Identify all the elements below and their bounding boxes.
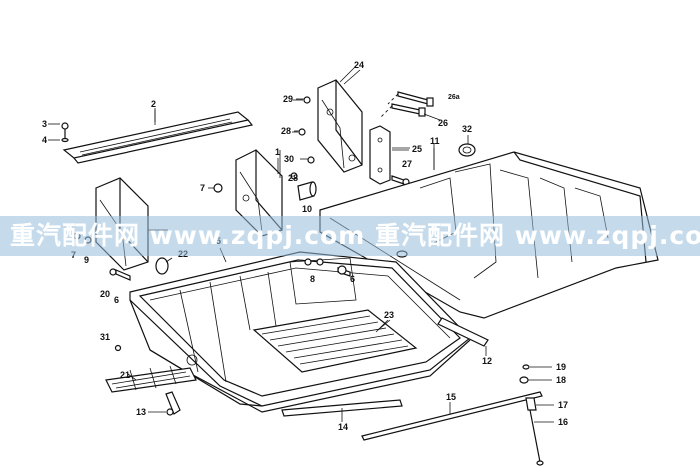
label-32: 32 [462,124,472,134]
label-3: 3 [42,119,47,129]
label-23: 23 [384,310,394,320]
part-22-grommet [155,257,169,275]
bolts-26-26a [379,91,434,119]
label-21: 21 [120,370,130,380]
label-15: 15 [446,392,456,402]
label-20: 20 [100,289,110,299]
label-28b: 28 [288,173,298,183]
parts-16-19 [519,364,544,466]
part-23-mat [252,309,418,373]
part-31-screw [114,344,122,352]
part-32-grommet [458,143,476,157]
part-15-rod [361,391,543,441]
label-8: 8 [310,274,315,284]
label-9: 9 [84,255,89,265]
watermark-band [0,216,700,256]
label-31: 31 [100,332,110,342]
label-17: 17 [558,400,568,410]
label-2: 2 [151,99,156,109]
label-25: 25 [412,144,422,154]
label-28a: 28 [281,126,291,136]
label-19: 19 [556,362,566,372]
label-24: 24 [354,60,364,70]
part-12-strip [437,317,489,347]
label-6a: 6 [114,295,119,305]
label-4: 4 [42,135,47,145]
label-26a: 26a [448,94,460,101]
part-2-top-strip [48,110,254,164]
label-14: 14 [338,422,348,432]
part-20-bolt [109,268,131,281]
part-24-bracket [317,65,363,173]
label-30: 30 [284,154,294,164]
part-13-hanger [165,391,181,416]
label-12: 12 [482,356,492,366]
label-26: 26 [438,118,448,128]
label-10: 10 [302,204,312,214]
label-27: 27 [402,159,412,169]
part-21-step [105,365,197,393]
label-29: 29 [283,94,293,104]
leader-lines [127,69,554,423]
part-25-plate [369,125,410,185]
label-7a: 7 [200,183,205,193]
part-10-spacer [297,181,317,201]
label-13: 13 [136,407,146,417]
label-6b: 6 [350,274,355,284]
label-18: 18 [556,375,566,385]
label-16: 16 [558,417,568,427]
watermark-text: 重汽配件网 www.zqpj.com 重汽配件网 www.zqpj.com [10,221,700,250]
fasteners-29-28-30 [290,96,315,180]
parts-8-6-nuts [304,258,351,277]
label-11: 11 [430,136,440,146]
part-7-nut-a [208,183,223,193]
label-1: 1 [275,147,280,157]
